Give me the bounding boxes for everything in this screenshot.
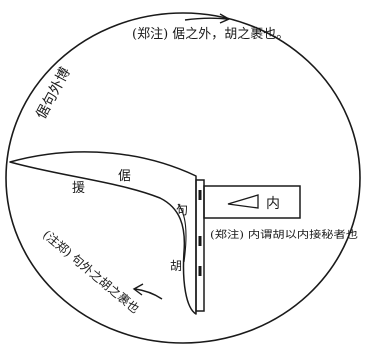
hu-label-gou: 句	[176, 203, 188, 217]
left-note: 倨句外博	[33, 64, 74, 121]
nei-label: 内	[266, 196, 280, 212]
chuan-hole-2	[198, 236, 202, 246]
chuan-hole-3	[198, 266, 202, 276]
bottom-arrow	[132, 283, 163, 300]
top-arrow	[184, 13, 231, 24]
top-note: (郑注) 倨之外，胡之裹也。	[132, 27, 289, 42]
bottom-note: (注郑) 句外之胡之裹也	[40, 227, 142, 316]
blade-label-ju: 倨	[118, 169, 131, 184]
chuan-hole-1	[198, 190, 202, 200]
outer-circle	[5, 12, 361, 344]
nei-tang	[203, 185, 301, 219]
hu-inner-line	[177, 203, 187, 263]
right-note: (郑注) 内谓胡以内接秘者也	[210, 228, 358, 241]
blade-label-yuan: 援	[72, 181, 85, 196]
lan-bar	[195, 179, 205, 312]
nei-hole	[227, 194, 259, 209]
ge-blade	[9, 151, 197, 315]
hu-label-hu: 胡	[170, 259, 182, 273]
